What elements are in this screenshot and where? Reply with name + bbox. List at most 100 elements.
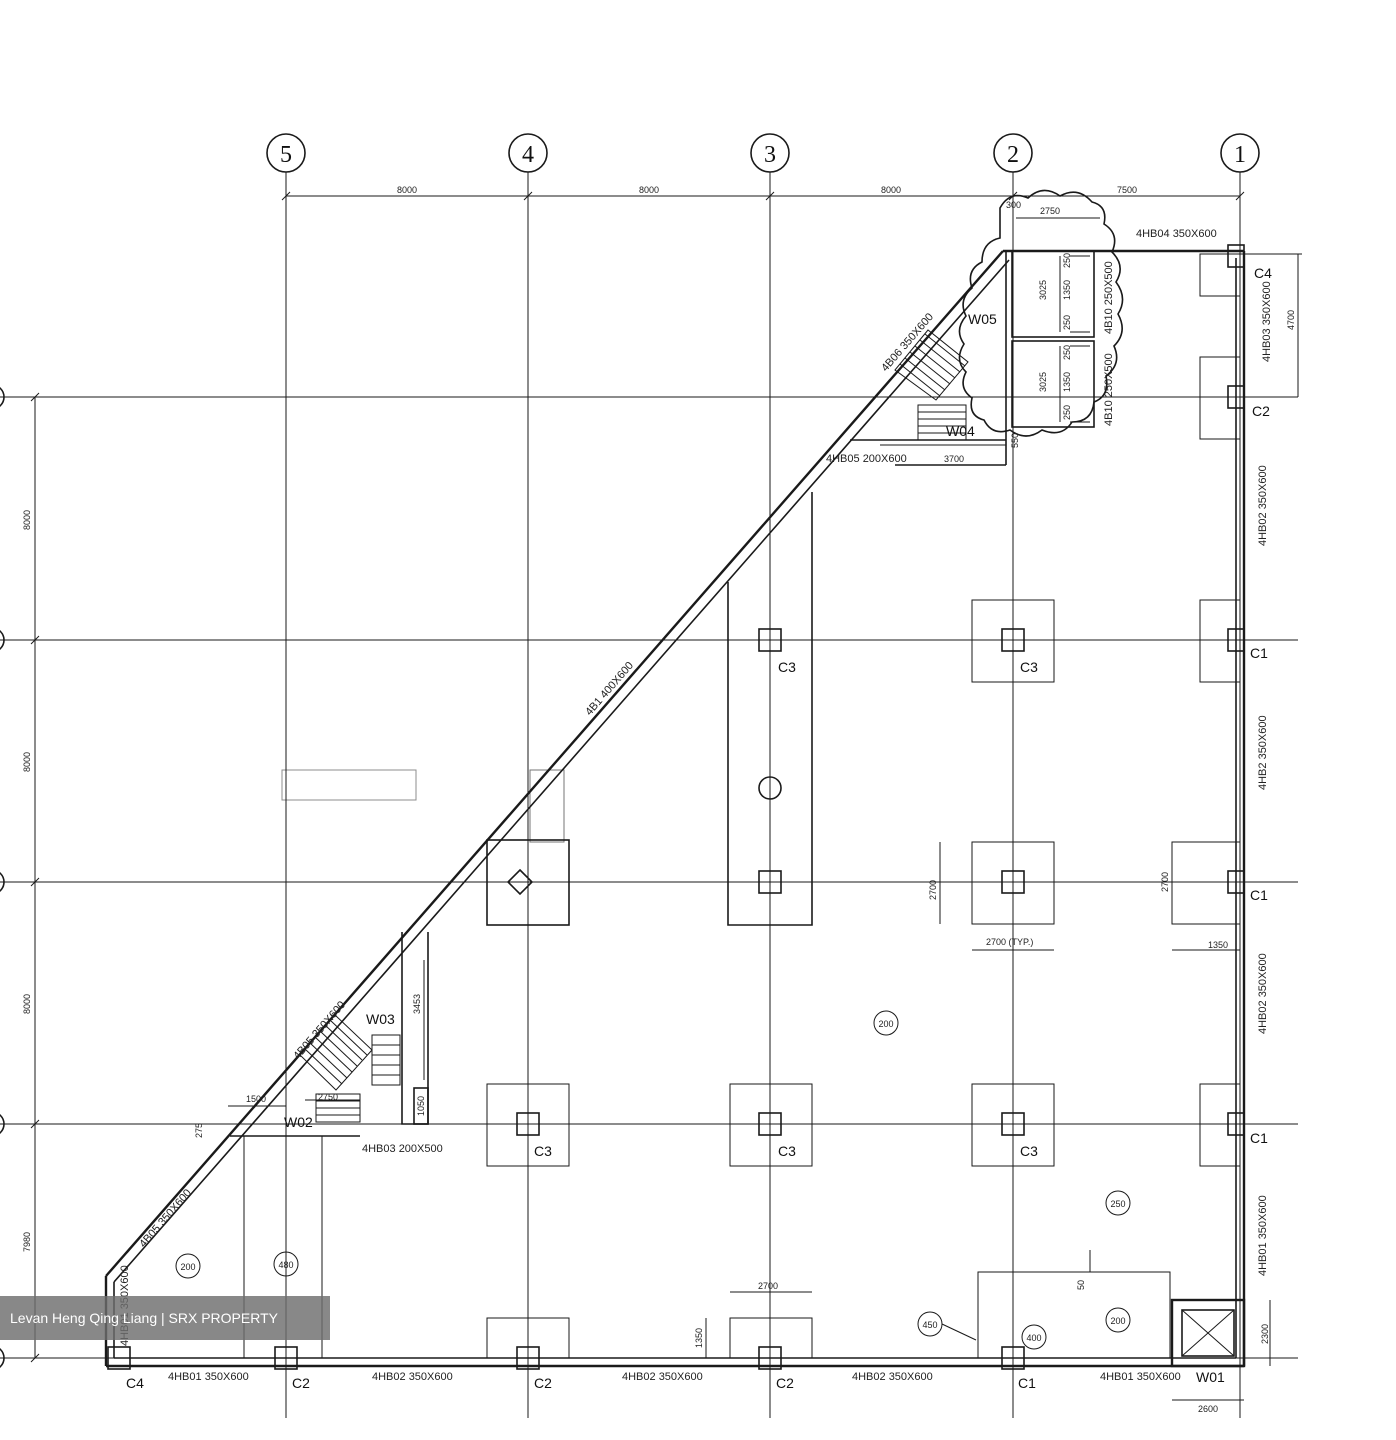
dim-2300: 2300 [1260, 1324, 1270, 1344]
slab-250: 250 [1110, 1199, 1125, 1209]
left-dimension-chain: 8000 8000 8000 7980 [22, 392, 40, 1363]
beam-hb2-r2: 4HB2 350X600 [1257, 715, 1269, 790]
interior-partitions [230, 492, 813, 1358]
dim-2700-typ-vert: 2700 [928, 880, 938, 900]
wall-w03: W03 [366, 1011, 395, 1027]
left-dim-2: 8000 [22, 752, 32, 772]
dim-2700-typ: 2700 (TYP.) [986, 937, 1033, 947]
dimension-texts: 300 2750 3700 4700 3025 3025 1350 1350 2… [194, 200, 1296, 1414]
building-outline [104, 249, 1246, 1368]
top-dim-2-1: 7500 [1117, 185, 1137, 195]
dim-1350c: 1350 [1062, 280, 1072, 300]
dim-3700: 3700 [944, 454, 964, 464]
col-c1-bot: C1 [1018, 1375, 1036, 1391]
beam-b05b: 4B05 350X600 [137, 1187, 194, 1250]
col-c2-b1: C2 [292, 1375, 310, 1391]
slab-bubbles: 200 200 250 200 400 450 480 [175, 1010, 1131, 1350]
slab-480: 480 [278, 1260, 293, 1270]
dim-3025a: 3025 [1038, 280, 1048, 300]
col-c1-mid: C1 [1250, 887, 1268, 903]
grid-label-1: 1 [1234, 142, 1246, 168]
dim-250c: 250 [1062, 345, 1072, 360]
beam-hb03-right: 4HB03 350X600 [1261, 281, 1273, 362]
dim-3025b: 3025 [1038, 372, 1048, 392]
col-c3-5: C3 [1020, 1143, 1038, 1159]
wall-w04: W04 [946, 423, 975, 439]
col-c4-top: C4 [1254, 265, 1272, 281]
beam-bot3: 4HB02 350X600 [622, 1371, 703, 1383]
beam-hb01-r: 4HB01 350X600 [1257, 1195, 1269, 1276]
col-c3-3: C3 [534, 1143, 552, 1159]
left-dim-1: 8000 [22, 510, 32, 530]
beam-b10b: 4B10 250X500 [1103, 353, 1115, 426]
beam-bot2: 4HB02 350X600 [372, 1371, 453, 1383]
slab-450: 450 [922, 1320, 937, 1330]
column-pads [486, 253, 1241, 1359]
beam-hb02-r1: 4HB02 350X600 [1257, 465, 1269, 546]
lower-stair-core [299, 1014, 429, 1125]
col-c3-4: C3 [778, 1143, 796, 1159]
grid-label-3: 3 [764, 142, 776, 168]
beam-bot1: 4HB01 350X600 [168, 1371, 249, 1383]
dim-1350: 1350 [1208, 940, 1228, 950]
grid-label-5: 5 [280, 142, 292, 168]
beam-bot5: 4HB01 350X600 [1100, 1371, 1181, 1383]
grid-bubbles: 5 4 3 2 1 [266, 133, 1260, 173]
grid-label-2: 2 [1007, 142, 1019, 168]
col-c4-bot: C4 [126, 1375, 144, 1391]
beam-hb04: 4HB04 350X600 [1136, 228, 1217, 240]
top-core [850, 189, 1124, 466]
columns [107, 244, 1245, 1370]
vertical-grid-lines [285, 172, 1241, 1418]
top-dim-5-4: 8000 [397, 185, 417, 195]
dim-250a: 250 [1062, 253, 1072, 268]
dim-2700-bottom: 2700 [758, 1281, 778, 1291]
dim-2700-right: 2700 [1160, 872, 1170, 892]
col-c3-2: C3 [1020, 659, 1038, 675]
slab-200-left: 200 [180, 1262, 195, 1272]
dim-250b: 250 [1062, 315, 1072, 330]
lift-core-w01 [1170, 1298, 1246, 1368]
top-dim-4-3: 8000 [639, 185, 659, 195]
dim-1350d: 1350 [1062, 372, 1072, 392]
dim-250d: 250 [1062, 405, 1072, 420]
horizontal-grid-lines [0, 396, 1298, 1359]
slab-200-center: 200 [878, 1019, 893, 1029]
dim-2600: 2600 [1198, 1404, 1218, 1414]
beam-hb05: 4HB05 200X600 [826, 453, 907, 465]
col-c3-1: C3 [778, 659, 796, 675]
beam-labels: 4HB04 350X600 4HB03 350X600 4B10 250X500… [119, 228, 1273, 1383]
col-c1-a: C1 [1250, 645, 1268, 661]
beam-b10a: 4B10 250X500 [1103, 261, 1115, 334]
col-c2-b2: C2 [534, 1375, 552, 1391]
dim-1500: 1500 [246, 1094, 266, 1104]
right-dimensions [228, 217, 1302, 1401]
left-dim-3: 8000 [22, 994, 32, 1014]
dim-4700: 4700 [1286, 310, 1296, 330]
slab-400: 400 [1026, 1333, 1041, 1343]
col-c2-b3: C2 [776, 1375, 794, 1391]
top-dimension-chain: 8000 8000 8000 7500 [281, 185, 1245, 201]
dim-2750: 2750 [1040, 206, 1060, 216]
top-dim-3-2: 8000 [881, 185, 901, 195]
stair-upper [894, 329, 969, 401]
watermark: Levan Heng Qing Liang | SRX PROPERTY [0, 1296, 330, 1340]
stair-lower [917, 404, 967, 441]
dim-275: 275 [194, 1123, 204, 1138]
beam-b1: 4B1 400X600 [583, 660, 636, 718]
col-c2-top: C2 [1252, 403, 1270, 419]
dim-300: 300 [1006, 200, 1021, 210]
dim-50: 50 [1076, 1280, 1086, 1290]
dim-550: 550 [1010, 433, 1020, 448]
dim-2750b: 2750 [318, 1092, 338, 1102]
dim-1050: 1050 [416, 1096, 426, 1116]
column-labels: C4 C2 C1 C1 C1 C3 C3 C3 C3 C3 C4 C2 C2 C… [126, 265, 1272, 1391]
slab-200-right: 200 [1110, 1316, 1125, 1326]
wall-labels: W01 W02 W03 W04 W05 [284, 311, 1225, 1385]
dim-3453: 3453 [412, 994, 422, 1014]
wall-w01: W01 [1196, 1369, 1225, 1385]
dim-1350-vert: 1350 [694, 1328, 704, 1348]
grid-label-4: 4 [522, 142, 534, 168]
wall-w02: W02 [284, 1114, 313, 1130]
